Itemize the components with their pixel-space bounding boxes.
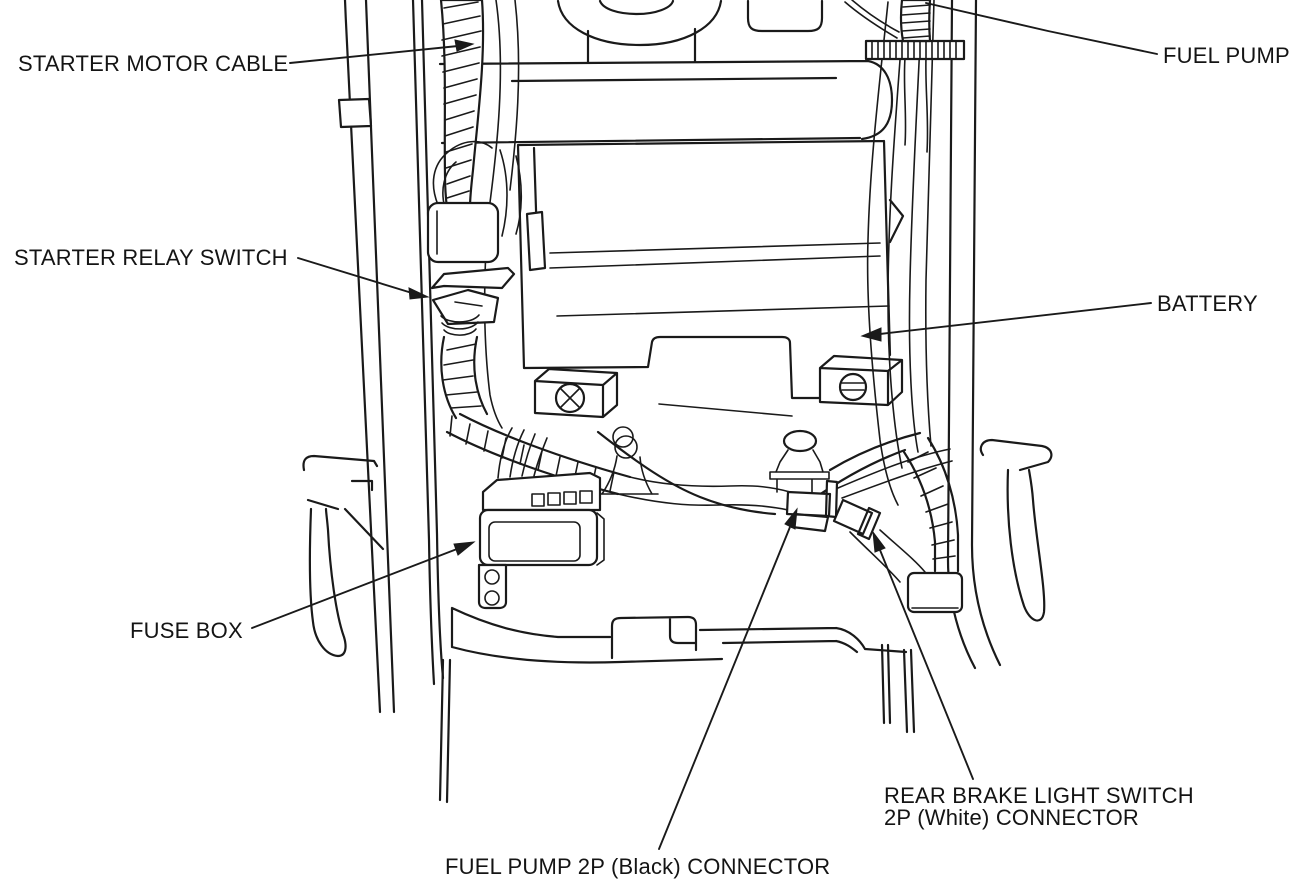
starter-relay-part xyxy=(426,140,523,420)
screw-slotted-icon xyxy=(838,372,868,402)
relay-body-line xyxy=(454,301,483,307)
screw-slots xyxy=(841,382,865,391)
arrowhead xyxy=(454,39,475,52)
mud-bracket xyxy=(906,571,964,614)
fuel-pump-part xyxy=(844,0,966,153)
label-battery: BATTERY xyxy=(860,291,1258,342)
fuse-box-terminals xyxy=(531,490,593,507)
battery-striations xyxy=(549,242,890,317)
corrugated-bend-ribs xyxy=(907,451,956,560)
battery-bolt-right xyxy=(818,354,904,407)
fender-lower-edges xyxy=(450,606,908,664)
corrugated-bend-edges xyxy=(902,436,960,573)
arrowhead xyxy=(408,287,430,300)
label-fuse-box: FUSE BOX xyxy=(130,541,476,643)
breather-funnel xyxy=(596,435,659,495)
label-text: FUSE BOX xyxy=(130,618,243,643)
pump-tube-ribs xyxy=(901,4,931,39)
cable-ribs xyxy=(441,1,482,199)
mount-hole-bottom xyxy=(484,590,500,606)
connector-cluster xyxy=(769,429,953,583)
fuse-box-side xyxy=(596,512,605,566)
label-text: FUEL PUMP 2P (Black) CONNECTOR xyxy=(445,854,830,879)
fuse-box-recess xyxy=(488,521,581,562)
rear-frame-crossbar xyxy=(438,27,894,145)
label-text: FUEL PUMP xyxy=(1163,43,1290,68)
leader-line xyxy=(879,549,974,780)
leader-line xyxy=(297,257,413,294)
label-text: STARTER RELAY SWITCH xyxy=(14,245,288,270)
label-text-line2: 2P (White) CONNECTOR xyxy=(884,805,1139,830)
arrowhead xyxy=(784,507,798,530)
clamp-hatch xyxy=(871,41,957,59)
battery-strip xyxy=(525,210,547,272)
footpeg-left-outline xyxy=(302,454,385,658)
footpeg-right-outline xyxy=(979,438,1053,622)
arrowhead xyxy=(453,541,476,556)
arrowhead xyxy=(860,327,882,342)
screw-cross xyxy=(560,388,580,408)
label-text: STARTER MOTOR CABLE xyxy=(18,51,288,76)
frame-left-tubes xyxy=(343,0,445,714)
drain-hole xyxy=(612,426,634,448)
leader-line xyxy=(289,45,459,64)
frame-right xyxy=(866,0,1002,670)
frame-tab xyxy=(337,97,373,129)
relay-body xyxy=(431,288,500,326)
frame-right-tube xyxy=(946,0,1002,670)
fuel-hoses xyxy=(844,0,929,153)
battery-part xyxy=(516,139,905,495)
arrowhead xyxy=(872,530,886,553)
fender-verticals xyxy=(438,643,916,804)
leader-line xyxy=(925,2,1158,55)
fender-grommet xyxy=(782,429,818,453)
relay-cap xyxy=(426,201,500,264)
label-rear-brake-light-switch: REAR BRAKE LIGHT SWITCH 2P (White) CONNE… xyxy=(872,530,1194,830)
harness-wavy-lines xyxy=(866,0,935,506)
fuse-box-mount-plate xyxy=(477,563,508,610)
label-fuel-pump: FUEL PUMP xyxy=(925,2,1290,68)
fuse-box-wires xyxy=(497,427,548,479)
leader-line xyxy=(251,548,458,629)
fuse-box-body xyxy=(478,508,599,567)
mud-bracket-assembly xyxy=(902,436,964,614)
fender-upper-curve xyxy=(596,430,922,516)
label-text: BATTERY xyxy=(1157,291,1258,316)
label-starter-motor-cable: STARTER MOTOR CABLE xyxy=(18,39,475,76)
rear-fender xyxy=(438,430,922,804)
fuse-box-connector-block xyxy=(481,471,602,512)
funnel-body xyxy=(596,455,659,495)
connector-wires xyxy=(837,448,953,583)
leader-line xyxy=(879,302,1152,335)
leader-line xyxy=(658,526,791,850)
battery-tray-details xyxy=(658,403,793,417)
battery-outline xyxy=(516,139,905,400)
relay-bracket xyxy=(430,266,516,290)
footpeg-left xyxy=(302,454,385,658)
starter-motor-cable-part xyxy=(439,0,485,210)
funnel-top xyxy=(614,435,638,459)
battery-bolt-left xyxy=(533,367,619,419)
fuse-box-part xyxy=(477,427,605,610)
mount-hole-top xyxy=(484,569,500,585)
label-starter-relay-switch: STARTER RELAY SWITCH xyxy=(14,245,430,300)
label-text-line1: REAR BRAKE LIGHT SWITCH xyxy=(884,783,1194,808)
relay-neck-rings xyxy=(440,314,480,336)
rear-brake-2p-connector xyxy=(832,498,882,541)
relay-top-wires xyxy=(432,140,523,237)
seat-base-curves xyxy=(556,0,824,47)
relay-boot-ribs xyxy=(442,343,482,409)
grommet-stand xyxy=(769,449,830,493)
harness-smooth-run xyxy=(617,476,791,511)
label-fuel-pump-connector: FUEL PUMP 2P (Black) CONNECTOR xyxy=(445,507,830,879)
footpeg-right xyxy=(979,438,1053,622)
frame-left xyxy=(337,0,520,714)
